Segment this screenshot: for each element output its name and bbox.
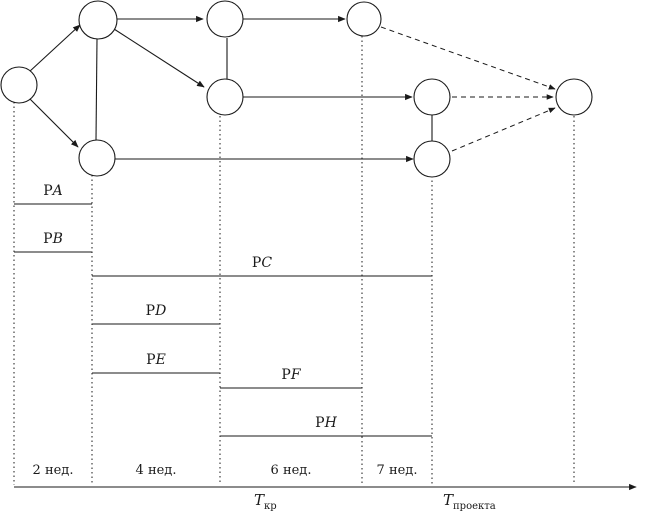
guide-lines — [13, 36, 575, 485]
dashed-arrow — [380, 26, 556, 90]
node — [413, 78, 451, 116]
activity-bars — [14, 203, 432, 437]
duration-label: 4 нед. — [136, 463, 177, 478]
duration-label: 6 нед. — [271, 463, 312, 478]
node — [555, 78, 593, 116]
node — [78, 0, 118, 40]
node — [206, 0, 244, 38]
node — [413, 140, 451, 178]
activity-label-b: PB — [43, 231, 63, 247]
arrow — [113, 28, 205, 88]
activity-label-c: PC — [252, 255, 272, 271]
nodes — [0, 0, 593, 178]
dashed-arrows — [380, 26, 556, 152]
activity-label-e: PE — [146, 352, 166, 368]
duration-label: 2 нед. — [33, 463, 74, 478]
node — [78, 139, 116, 177]
node — [346, 1, 382, 37]
milestone-project: Tпроекта — [443, 491, 496, 512]
node — [0, 66, 38, 104]
dashed-arrow — [451, 107, 556, 152]
connector — [95, 38, 98, 141]
duration-label: 7 нед. — [377, 463, 418, 478]
milestone-critical: Tкр — [254, 491, 277, 512]
activity-label-d: PD — [146, 303, 167, 319]
activity-label-f: PF — [281, 367, 301, 383]
node — [206, 78, 244, 116]
solid-arrows — [28, 15, 433, 163]
arrow — [28, 24, 81, 73]
activity-label-a: PA — [43, 183, 63, 199]
activity-label-h: PH — [315, 415, 337, 431]
arrow — [28, 97, 79, 148]
